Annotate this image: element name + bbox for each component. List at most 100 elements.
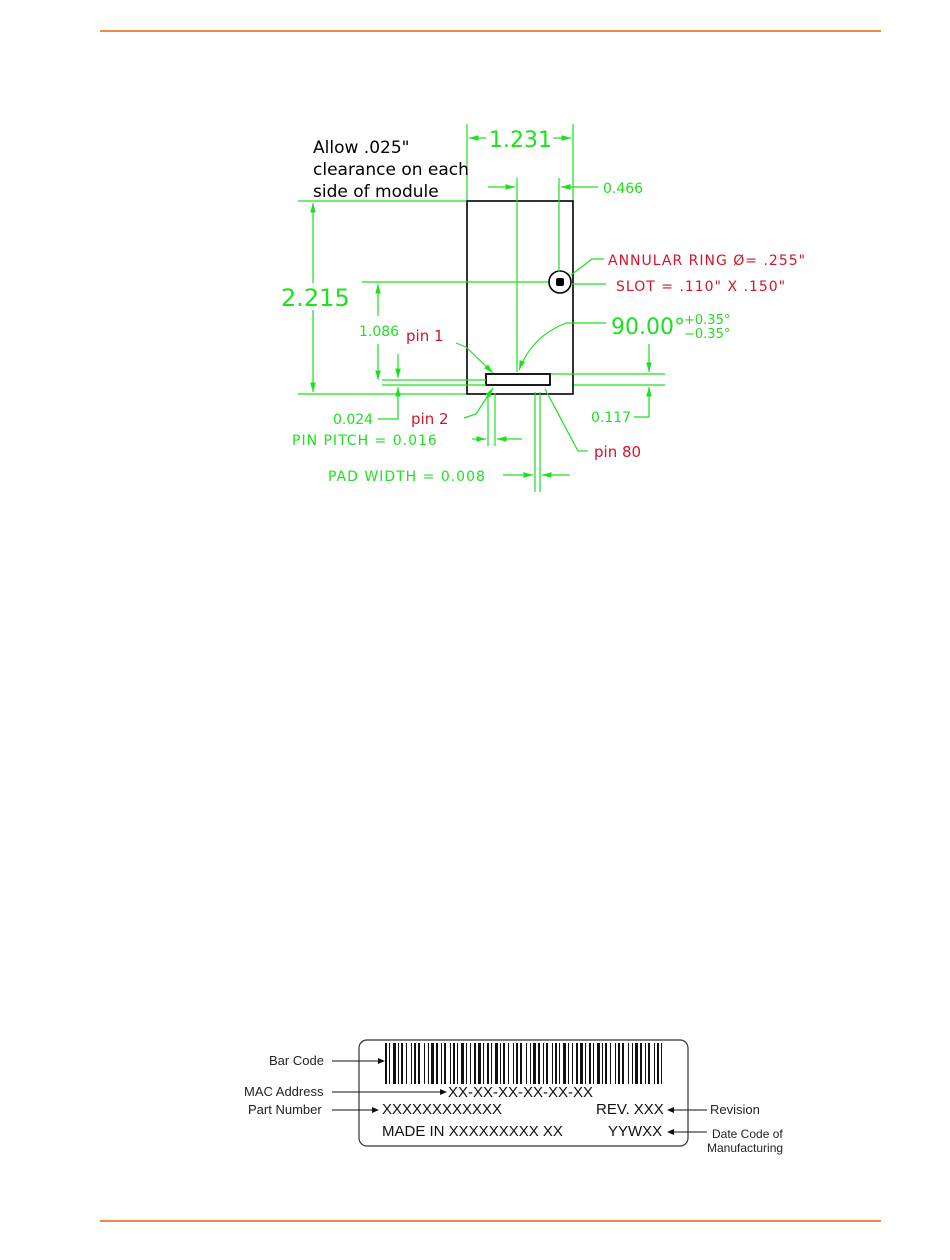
mac-address-callout: MAC Address [244,1084,324,1099]
pin-80-label: pin 80 [594,443,641,461]
revision-callout: Revision [710,1102,760,1117]
barcode-bar [654,1043,655,1084]
barcode-bar [424,1043,425,1084]
barcode-bar [572,1043,573,1084]
barcode-bar [503,1043,505,1084]
barcode-bar [389,1043,390,1084]
dim-arrow [634,387,652,418]
leader-line [455,342,494,374]
barcode-graphic [385,1043,662,1084]
barcode-bar [453,1043,455,1084]
barcode-bar [589,1043,591,1084]
barcode-bar [610,1043,611,1084]
offset-right-dimension: 0.117 [591,410,631,426]
angle-arc [518,322,606,371]
barcode-bar [543,1043,544,1084]
barcode-bar [538,1043,540,1084]
pin-2-label: pin 2 [411,410,449,428]
product-label [332,1039,707,1147]
offset-small-dimension: 0.024 [333,412,373,428]
barcode-bar [508,1043,509,1084]
barcode-bar [559,1043,560,1084]
barcode-bar [635,1043,638,1084]
module-outline [466,200,574,395]
barcode-bar [436,1043,438,1084]
barcode-bar [474,1043,476,1084]
barcode-bar [576,1043,578,1084]
barcode-bar [640,1043,642,1084]
barcode-bar [645,1043,646,1084]
barcode-bar [466,1043,467,1084]
clearance-note: Allow .025" clearance on each side of mo… [313,138,469,202]
barcode-bar [461,1043,464,1084]
barcode-bar [593,1043,594,1084]
mac-value: XX-XX-XX-XX-XX-XX [448,1084,594,1101]
pin-1-label: pin 1 [406,327,444,345]
leader-line [463,387,494,419]
angle-tolerance-plus: +0.35° [684,313,730,328]
barcode-bar [526,1043,527,1084]
leader-line [544,388,588,452]
width-dimension: 1.231 [489,128,552,153]
barcode-bar [411,1043,412,1084]
clearance-line-1: Allow .025" [313,138,409,158]
slot-note: SLOT = .110" X .150" [616,279,786,295]
date-code-callout-line-2: Manufacturing [707,1141,784,1155]
footer-rule [100,1220,881,1222]
barcode-bar [661,1043,662,1084]
barcode-bar [628,1043,629,1084]
barcode-bar [495,1043,498,1084]
height-dimension: 2.215 [281,284,350,312]
barcode-bar [513,1043,514,1084]
barcode-bar [398,1043,399,1084]
clearance-line-2: clearance on each [313,160,469,180]
barcode-bar [657,1043,659,1084]
barcode-bar [568,1043,569,1084]
barcode-bar [500,1043,501,1084]
pin-pitch-dimension: PIN PITCH = 0.016 [292,433,438,449]
part-number-callout: Part Number [248,1102,322,1117]
barcode-bar [516,1043,518,1084]
barcode-bar [618,1043,620,1084]
barcode-bar [533,1043,536,1084]
barcode-bar [385,1043,387,1084]
barcode-bar [450,1043,451,1084]
barcode-bar [602,1043,603,1084]
barcode-bar [563,1043,566,1084]
barcode-bar [555,1043,557,1084]
barcode-bar [491,1043,492,1084]
bar-code-callout: Bar Code [269,1053,324,1068]
barcode-bar [414,1043,416,1084]
angle-dimension: 90.00° [611,315,685,340]
barcode-bar [632,1043,633,1084]
barcode-bar [487,1043,489,1084]
barcode-bar [483,1043,484,1084]
barcode-bar [478,1043,481,1084]
barcode-bar [615,1043,616,1084]
header-rule [100,30,881,32]
dim-arrow [378,387,401,420]
barcode-bar [597,1043,600,1084]
barcode-bar [585,1043,586,1084]
angle-tolerance-minus: −0.35° [684,327,730,342]
barcode-bar [520,1043,522,1084]
pad-width-dimension: PAD WIDTH = 0.008 [328,469,486,485]
clearance-line-3: side of module [313,182,439,202]
barcode-bar [401,1043,403,1084]
barcode-bar [444,1043,446,1084]
barcode-bar [605,1043,607,1084]
date-code-value: YYWXX [608,1123,663,1140]
barcode-bar [393,1043,396,1084]
barcode-bar [580,1043,583,1084]
barcode-bar [530,1043,531,1084]
barcode-bar [406,1043,407,1084]
barcode-bar [648,1043,650,1084]
barcode-bar [428,1043,429,1084]
part-number-value: XXXXXXXXXXXX [382,1101,503,1118]
date-code-callout-line-1: Date Code of [712,1127,783,1141]
barcode-bar [441,1043,442,1084]
slot-height-dimension: 1.086 [359,324,399,340]
mounting-slot-icon [548,270,572,294]
barcode-bar [457,1043,458,1084]
